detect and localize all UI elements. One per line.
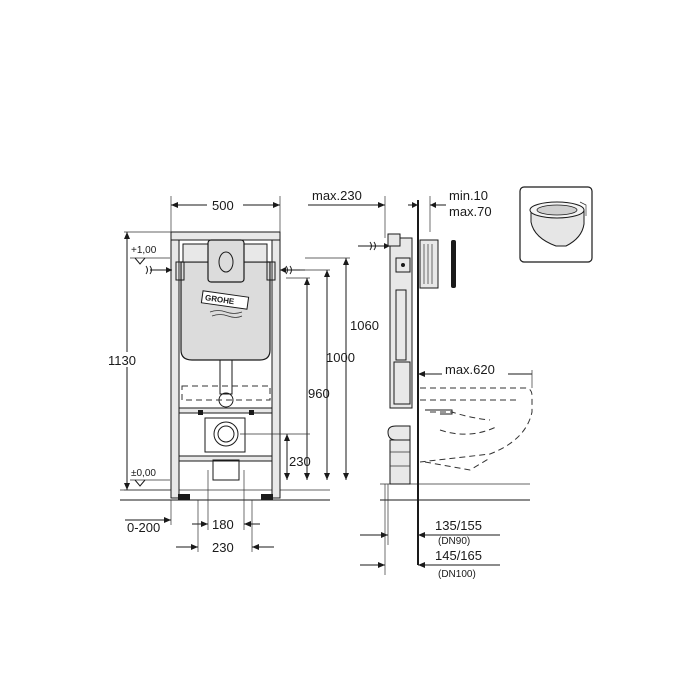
flush-valve bbox=[218, 251, 234, 273]
dim-dn90-range-label: 135/155 bbox=[435, 518, 482, 533]
side-top-clip bbox=[387, 233, 401, 247]
bolt-right bbox=[249, 410, 254, 415]
dim-dn100-range-label: 145/165 bbox=[435, 548, 482, 563]
side-waste-pipe bbox=[389, 439, 411, 485]
dim-230-width: 230 bbox=[176, 500, 274, 555]
flush-pipe bbox=[219, 359, 233, 395]
level-floor-mark: ±0,00 bbox=[130, 468, 170, 487]
dim-frame-width-label: 500 bbox=[212, 198, 234, 213]
dim-max-620-label: max.620 bbox=[445, 362, 495, 377]
cistern-holder-right bbox=[266, 261, 276, 281]
dim-max-620: max.620 bbox=[418, 361, 533, 388]
wc-icon bbox=[519, 186, 593, 263]
grohe-logo: GROHE bbox=[200, 290, 250, 318]
dim-max-230: max.230 bbox=[308, 188, 386, 238]
dim-180-label: 180 bbox=[212, 517, 234, 532]
dim-0-200: 0-200 bbox=[125, 500, 172, 535]
front-view: GROHE bbox=[104, 196, 379, 555]
water-inlet-left bbox=[145, 265, 172, 275]
frame-foot-right bbox=[261, 494, 273, 500]
dim-180: 180 bbox=[192, 470, 260, 532]
dim-dn90-label: (DN90) bbox=[438, 536, 470, 547]
dim-max-70-label: max.70 bbox=[449, 204, 492, 219]
dim-1060-label: 1060 bbox=[350, 318, 379, 333]
cistern-holder-left bbox=[175, 261, 185, 281]
cistern-body bbox=[180, 261, 271, 361]
side-waste-elbow bbox=[387, 425, 411, 441]
side-cistern-edge bbox=[395, 289, 407, 361]
dim-frame-height-label: 1130 bbox=[108, 353, 136, 368]
dim-230-width-label: 230 bbox=[212, 540, 234, 555]
frame-lower-rail bbox=[178, 455, 273, 462]
side-flush-mount bbox=[419, 239, 439, 289]
bowl-outline-front bbox=[181, 385, 271, 401]
bolt-left bbox=[198, 410, 203, 415]
dim-1000: 1000 bbox=[300, 269, 355, 480]
dim-frame-width: 500 bbox=[170, 196, 281, 232]
dim-960: 960 bbox=[286, 277, 330, 480]
frame-foot-left bbox=[178, 494, 190, 500]
flush-plate-opening bbox=[207, 239, 245, 283]
side-water-inlet bbox=[358, 241, 390, 251]
dim-1000-label: 1000 bbox=[326, 350, 355, 365]
dim-frame-height: 1130 bbox=[104, 231, 171, 491]
dim-plate-offset: min.10 max.70 bbox=[408, 188, 492, 232]
frame-post-left bbox=[170, 231, 180, 499]
side-view: max.230 min.10 max.70 max.620 bbox=[308, 188, 533, 580]
dim-dn100-label: (DN100) bbox=[438, 569, 476, 580]
frame-mid-rail bbox=[178, 407, 273, 414]
dim-230-height: 230 bbox=[240, 433, 311, 480]
level-top-mark: +1,00 bbox=[130, 245, 170, 265]
dim-min-10-label: min.10 bbox=[449, 188, 488, 203]
frame-top-rail bbox=[170, 231, 281, 241]
logo-text: GROHE bbox=[204, 293, 235, 306]
waste-bracket bbox=[204, 417, 246, 453]
dim-960-label: 960 bbox=[308, 386, 330, 401]
dim-max-230-label: max.230 bbox=[312, 188, 362, 203]
dim-0-200-label: 0-200 bbox=[127, 520, 160, 535]
side-flush-bend bbox=[393, 361, 411, 405]
level-floor-label: ±0,00 bbox=[131, 468, 156, 479]
dim-230-height-label: 230 bbox=[289, 454, 311, 469]
frame-post-right bbox=[271, 231, 281, 499]
level-top-label: +1,00 bbox=[131, 245, 157, 256]
waste-pipe-lower bbox=[212, 459, 240, 481]
waste-pipe-inner bbox=[217, 425, 235, 443]
wc-bowl-outline bbox=[419, 387, 533, 463]
dim-dn90: 135/155 (DN90) bbox=[360, 484, 500, 547]
flush-plate-side bbox=[451, 240, 456, 288]
dim-1060: 1060 bbox=[305, 257, 379, 480]
dim-dn100: 145/165 (DN100) bbox=[360, 484, 500, 580]
waste-pipe-outer bbox=[213, 421, 239, 447]
